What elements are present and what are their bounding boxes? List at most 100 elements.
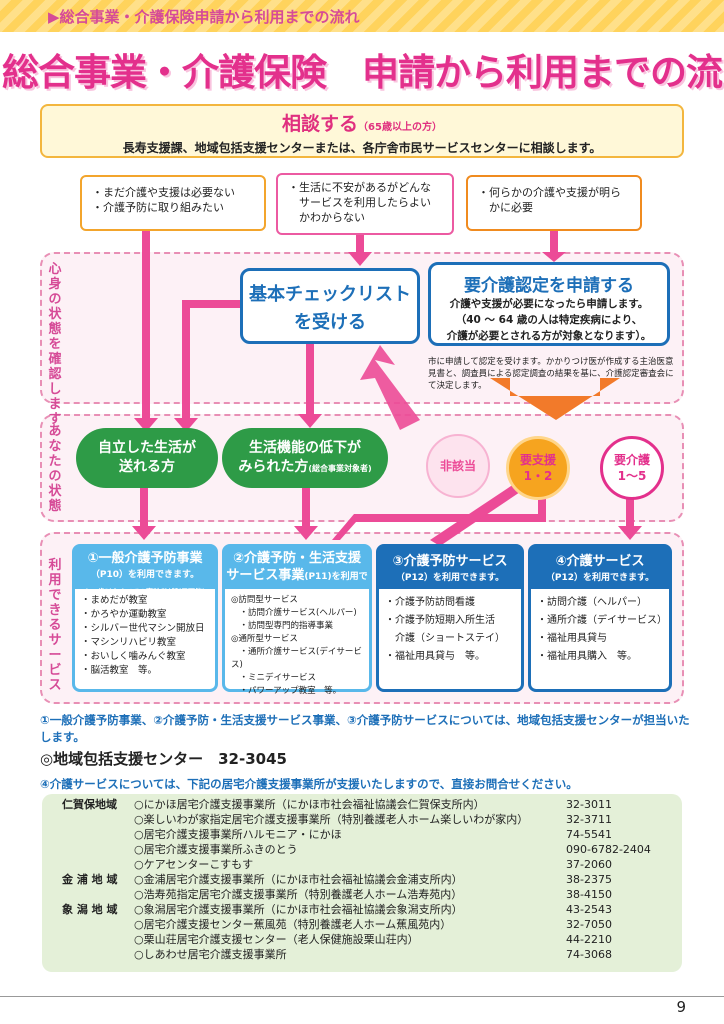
consult-box: 相談する（65歳以上の方） 長寿支援課、地域包括支援センターまたは、各庁舎市民サ… — [40, 104, 684, 158]
center-contact: ◎地域包括支援センター 32-3045 — [40, 750, 287, 768]
concern-line: ・まだ介護や支援は必要ない — [92, 186, 235, 199]
service-item: ・通所介護サービス(デイサービス) — [231, 647, 362, 670]
header-band: ▶総合事業・介護保険申請から利用までの流れ — [0, 0, 724, 32]
office-area: 象 潟 地 域 — [62, 903, 118, 916]
concern-line: ・生活に不安があるがどんな — [288, 181, 431, 194]
apply-line: （40 ～ 64 歳の人は特定疾病により、 — [455, 314, 643, 326]
office-area: 金 浦 地 域 — [62, 873, 118, 886]
service-sub2: (65歳以上すべての高齢者が利用可能) — [84, 588, 206, 596]
service-item: ・福祉用具貸与 — [537, 633, 607, 644]
office-name: ○しあわせ居宅介護支援事業所 — [134, 948, 287, 961]
service-item: ・脳活教室 等。 — [81, 665, 158, 676]
state-independent: 自立した生活が 送れる方 — [76, 428, 218, 488]
service-item: ・介護予防短期入所生活 — [385, 615, 495, 626]
state-notapplicable: 非該当 — [426, 434, 490, 498]
office-tel: 74-3068 — [566, 948, 612, 961]
service-title: ②介護予防・生活支援 — [232, 551, 361, 566]
concern-box-3: ・何らかの介護や支援が明ら かに必要 — [466, 175, 642, 231]
state-line: 生活機能の低下が — [249, 439, 361, 456]
service-item: ・シルバー世代マシン開放日 — [81, 623, 205, 634]
service-sub: （P10）を利用できます。 — [90, 570, 200, 580]
office-name: ○浩寿苑指定居宅介護支援事業所（特別養護老人ホーム浩寿苑内） — [134, 888, 463, 901]
service-sub: (P11)を利用できます。 — [279, 572, 368, 601]
apply-box: 要介護認定を申請する 介護や支援が必要になったら申請します。 （40 ～ 64 … — [428, 262, 670, 346]
service-4: ④介護サービス （P12）を利用できます。 ・訪問介護（ヘルパー） ・通所介護（… — [528, 544, 672, 692]
office-tel: 74-5541 — [566, 828, 612, 841]
service-item: ◎訪問型サービス — [231, 595, 298, 605]
service-item: ・福祉用具購入 等。 — [537, 651, 637, 662]
service-title: ③介護予防サービス — [392, 554, 508, 569]
service-item: 介護（ショートステイ） — [385, 633, 505, 644]
state-decline: 生活機能の低下が みられた方(総合事業対象者) — [222, 428, 388, 488]
state-note: (総合事業対象者) — [308, 463, 372, 473]
service-item: ・まめだが教室 — [81, 595, 148, 606]
service-item: ・通所介護（デイサービス） — [537, 615, 667, 626]
band-label-services: 利用できるサービス — [48, 558, 62, 693]
office-name: ○楽しいわが家指定居宅介護支援事業所（特別養護老人ホーム楽しいわが家内） — [134, 813, 529, 826]
service-1: ①一般介護予防事業 （P10）を利用できます。 (65歳以上すべての高齢者が利用… — [72, 544, 218, 692]
service-item: ・訪問型専門的指導事業 — [231, 621, 334, 631]
service-item: ◎通所型サービス — [231, 634, 298, 644]
concern-line: サービスを利用したらよい — [288, 196, 431, 209]
checklist-line2: を受ける — [294, 312, 366, 333]
office-tel: 090-6782-2404 — [566, 843, 651, 856]
state-line: 要介護 — [613, 453, 650, 467]
consult-title: 相談する — [282, 113, 359, 135]
office-tel: 38-4150 — [566, 888, 612, 901]
service-title: ④介護サービス — [555, 554, 645, 569]
service-item: ・パワーアップ教室 等。 — [231, 686, 342, 696]
office-name: ○金浦居宅介護支援事業所（にかほ市社会福祉協議会金浦支所内） — [134, 873, 463, 886]
offices-table: 仁賀保地域 ○にかほ居宅介護支援事業所（にかほ市社会福祉協議会仁賀保支所内） 3… — [42, 794, 682, 972]
office-name: ○居宅介護支援センター蕉風苑（特別養護老人ホーム蕉風苑内） — [134, 918, 452, 931]
checklist-box: 基本チェックリスト を受ける — [240, 268, 420, 344]
service-item: ・ミニデイサービス — [231, 673, 317, 683]
office-name: ○居宅介護支援事業所ハルモニア・にかほ — [134, 828, 342, 841]
office-tel: 38-2375 — [566, 873, 612, 886]
consult-title-note: （65歳以上の方） — [358, 122, 442, 133]
state-line: 要支援 — [519, 453, 556, 467]
apply-line: 介護や支援が必要になったら申請します。 — [449, 298, 649, 310]
state-line: 送れる方 — [119, 459, 175, 475]
office-tel: 32-7050 — [566, 918, 612, 931]
state-support: 要支援 1・2 — [506, 436, 570, 500]
service-sub: （P12）を利用できます。 — [545, 573, 655, 583]
concern-box-2: ・生活に不安があるがどんな サービスを利用したらよい かわからない — [276, 173, 454, 235]
office-name: ○居宅介護支援事業所ふきのとう — [134, 843, 298, 856]
state-care: 要介護 1～5 — [600, 436, 664, 500]
concern-line: ・何らかの介護や支援が明ら — [478, 186, 621, 199]
office-tel: 37-2060 — [566, 858, 612, 871]
concern-line: かわからない — [288, 211, 365, 224]
concern-line: かに必要 — [478, 201, 533, 214]
office-tel: 32-3711 — [566, 813, 612, 826]
band-label-state: あなたの状態 — [48, 424, 62, 514]
office-name: ○象潟居宅介護支援事業所（にかほ市社会福祉協議会象潟支所内） — [134, 903, 463, 916]
service-item: ・福祉用具貸与 等。 — [385, 651, 485, 662]
service-sub: （P12）を利用できます。 — [395, 573, 505, 583]
header-tab-text: ▶総合事業・介護保険申請から利用までの流れ — [48, 8, 360, 26]
checklist-line1: 基本チェックリスト — [249, 284, 411, 305]
office-name: ○にかほ居宅介護支援事業所（にかほ市社会福祉協議会仁賀保支所内） — [134, 798, 485, 811]
state-line: 1・2 — [523, 469, 553, 483]
state-line: 非該当 — [439, 459, 476, 473]
service-3: ③介護予防サービス （P12）を利用できます。 ・介護予防訪問看護 ・介護予防短… — [376, 544, 524, 692]
state-line: 1～5 — [617, 469, 647, 483]
office-tel: 44-2210 — [566, 933, 612, 946]
service-item: ・おいしく噛みんぐ教室 — [81, 651, 186, 662]
service-item: ・介護予防訪問看護 — [385, 597, 475, 608]
office-name: ○ケアセンターこすもす — [134, 858, 254, 871]
apply-title: 要介護認定を申請する — [464, 276, 634, 296]
service-item: ・訪問介護サービス(ヘルパー) — [231, 608, 357, 618]
office-name: ○栗山荘居宅介護支援センター（老人保健施設栗山荘内） — [134, 933, 419, 946]
footer-note-2: ④介護サービスについては、下記の居宅介護支援事業所が支援いたしますので、直接お問… — [40, 777, 578, 791]
service-item: ・マシンリハビリ教室 — [81, 637, 177, 648]
office-tel: 32-3011 — [566, 798, 612, 811]
service-item: ・かろやか運動教室 — [81, 609, 167, 620]
apply-note: 市に申請して認定を受けます。かかりつけ医が作成する主治医意見書と、調査員による認… — [428, 357, 674, 391]
apply-line: 介護が必要とされる方が対象となります）。 — [446, 330, 652, 342]
service-title2: サービス事業 — [226, 568, 305, 583]
consult-text: 長寿支援課、地域包括支援センターまたは、各庁舎市民サービスセンターに相談します。 — [122, 141, 602, 155]
band-label-mind: 心身の状態を確認します — [48, 262, 62, 427]
service-title: ①一般介護予防事業 — [87, 551, 203, 566]
service-2: ②介護予防・生活支援 サービス事業(P11)を利用できます。 ◎訪問型サービス … — [222, 544, 372, 696]
